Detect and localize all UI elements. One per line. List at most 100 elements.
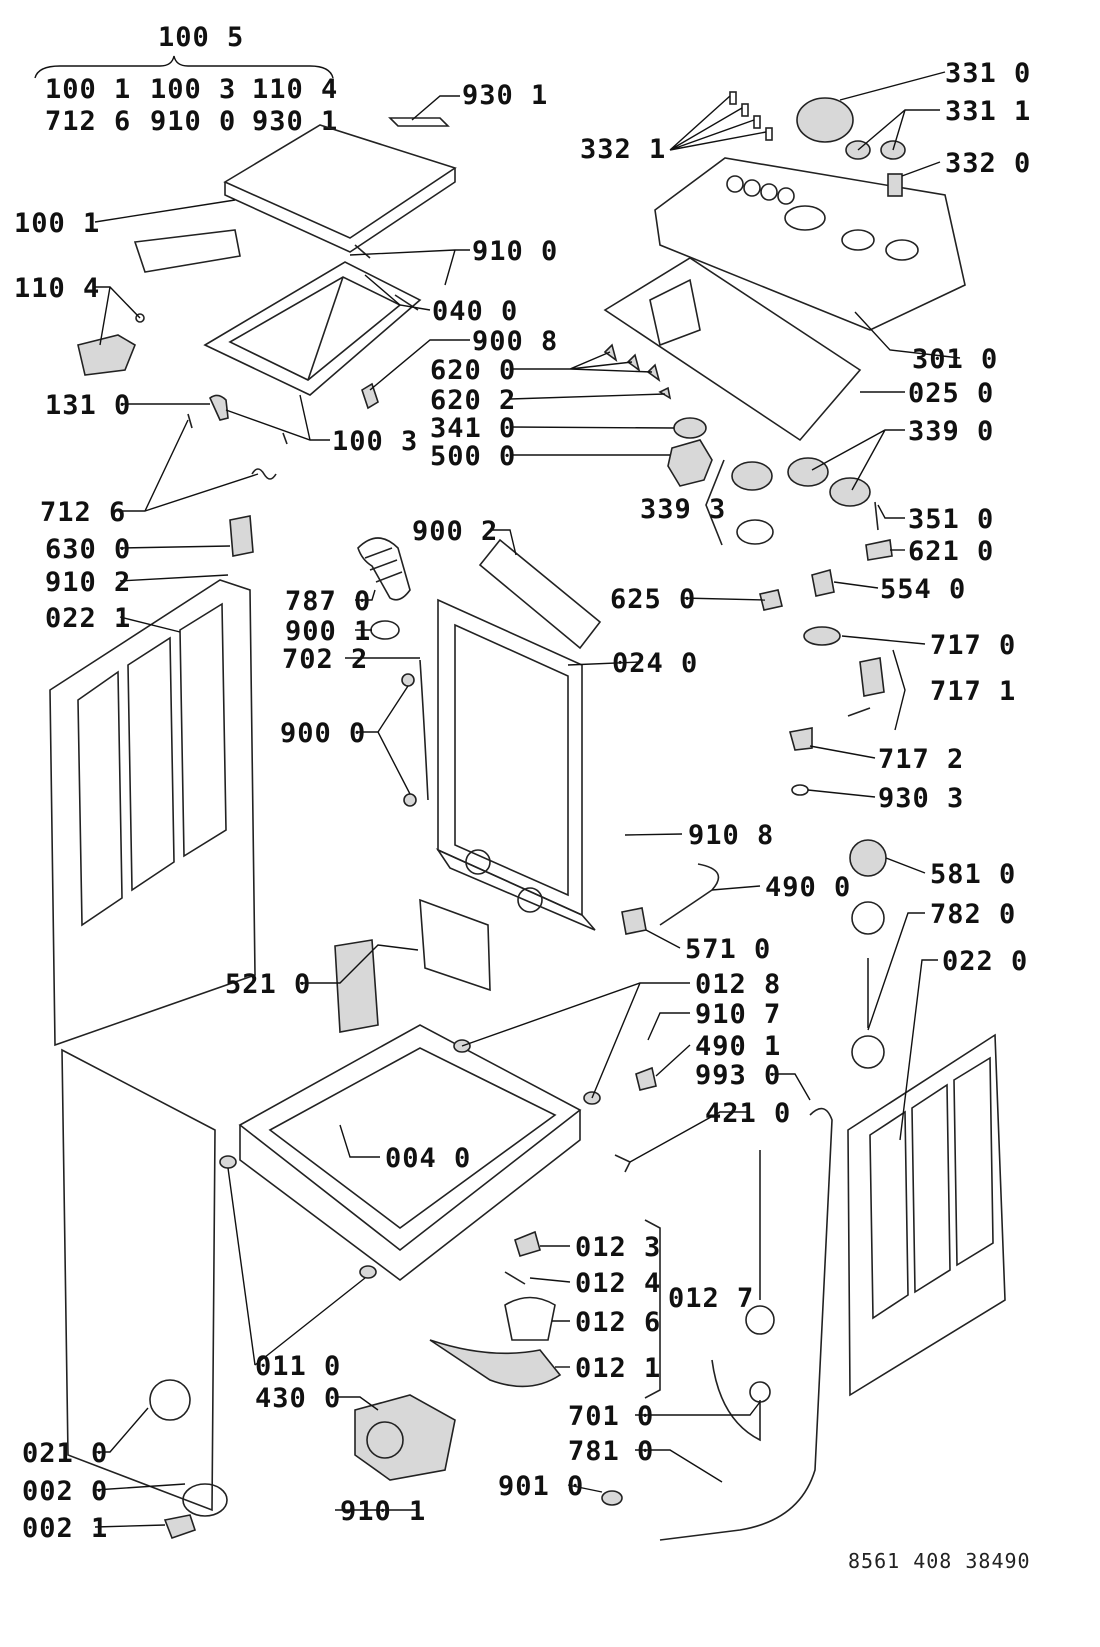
callout-421-0: 421 0 bbox=[705, 1098, 791, 1129]
part-012-6 bbox=[504, 1296, 556, 1341]
callout-910-8: 910 8 bbox=[688, 820, 774, 851]
header-label-1003: 100 3 bbox=[150, 74, 236, 105]
part-inlet-ring bbox=[745, 1305, 775, 1335]
part-left-panel-rib-3 bbox=[179, 602, 227, 858]
part-panel-knob-hole-2 bbox=[841, 229, 875, 251]
callout-621-0: 621 0 bbox=[908, 536, 994, 567]
part-right-side-panel bbox=[847, 1033, 1006, 1397]
callout-131-0: 131 0 bbox=[45, 390, 131, 421]
part-lid bbox=[223, 124, 457, 239]
part-control-bracket bbox=[603, 257, 862, 442]
callout-910-1: 910 1 bbox=[340, 1496, 426, 1527]
callout-910-2: 910 2 bbox=[45, 567, 131, 598]
callout-490-0: 490 0 bbox=[765, 872, 851, 903]
part-motor-pulley bbox=[849, 839, 887, 877]
callout-490-1: 490 1 bbox=[695, 1031, 781, 1062]
part-625-clip bbox=[759, 589, 783, 611]
part-valve bbox=[621, 907, 647, 935]
callout-930-1-top: 930 1 bbox=[462, 80, 548, 111]
part-012-3 bbox=[514, 1230, 541, 1257]
callout-620-0: 620 0 bbox=[430, 355, 516, 386]
header-label-9301: 930 1 bbox=[252, 106, 338, 137]
part-clip-4 bbox=[658, 386, 672, 400]
callout-339-0: 339 0 bbox=[908, 416, 994, 447]
callout-717-1: 717 1 bbox=[930, 676, 1016, 707]
callout-012-3: 012 3 bbox=[575, 1232, 661, 1263]
callout-702-2: 702 2 bbox=[282, 644, 368, 675]
part-pin-1 bbox=[187, 413, 193, 429]
part-hose-clamp bbox=[370, 620, 400, 640]
callout-910-7: 910 7 bbox=[695, 999, 781, 1030]
part-490-1 bbox=[635, 1066, 657, 1091]
callout-004-0: 004 0 bbox=[385, 1143, 471, 1174]
part-selector-knob-1 bbox=[731, 461, 773, 491]
part-rear-frame-base bbox=[435, 848, 596, 931]
part-panel-knob-hole-3 bbox=[885, 239, 919, 261]
part-left-panel-rib-1 bbox=[77, 670, 123, 927]
part-front-panel bbox=[61, 1048, 216, 1512]
callout-022-1: 022 1 bbox=[45, 603, 131, 634]
callout-910-0: 910 0 bbox=[472, 236, 558, 267]
part-panel-indicator-1 bbox=[726, 175, 744, 193]
part-inlet-hose bbox=[711, 1359, 761, 1442]
part-base-frame bbox=[238, 1024, 582, 1252]
callout-930-3: 930 3 bbox=[878, 783, 964, 814]
part-right-panel-rib-1 bbox=[869, 1110, 909, 1320]
part-right-panel-rib-2 bbox=[911, 1083, 951, 1294]
callout-339-3: 339 3 bbox=[640, 494, 726, 525]
callout-900-8: 900 8 bbox=[472, 326, 558, 357]
part-block bbox=[229, 515, 254, 557]
part-foot-3 bbox=[219, 1155, 237, 1169]
part-pin-2 bbox=[282, 432, 288, 445]
part-pump-inlet bbox=[366, 1421, 404, 1459]
callout-011-0: 011 0 bbox=[255, 1351, 341, 1382]
part-left-panel-rib-2 bbox=[127, 636, 175, 892]
part-drain-hose bbox=[659, 1107, 833, 1541]
part-timer bbox=[667, 439, 713, 487]
part-bracket-012-7 bbox=[644, 1219, 661, 1399]
callout-040-0: 040 0 bbox=[432, 296, 518, 327]
part-top-frame-cross bbox=[307, 276, 344, 381]
part-front-panel-hole bbox=[149, 1379, 191, 1421]
part-351-rod bbox=[874, 501, 879, 531]
callout-787-0: 787 0 bbox=[285, 586, 371, 617]
callout-430-0: 430 0 bbox=[255, 1383, 341, 1414]
part-sensor-clip-2 bbox=[403, 793, 417, 807]
part-knob-large bbox=[796, 97, 854, 143]
part-717-2 bbox=[788, 727, 813, 751]
part-930-3 bbox=[791, 784, 809, 796]
callout-012-8: 012 8 bbox=[695, 969, 781, 1000]
callout-012-7: 012 7 bbox=[668, 1283, 754, 1314]
callout-901-0: 901 0 bbox=[498, 1471, 584, 1502]
part-screw-small bbox=[135, 313, 145, 323]
part-panel-indicator-2 bbox=[743, 179, 761, 197]
callout-500-0: 500 0 bbox=[430, 441, 516, 472]
part-pressure-hose bbox=[419, 659, 429, 801]
part-717-1 bbox=[859, 657, 885, 697]
part-717-1-rod bbox=[847, 707, 871, 717]
header-label-9100: 910 0 bbox=[150, 106, 236, 137]
part-012-4 bbox=[504, 1271, 526, 1285]
part-lock-clip bbox=[361, 382, 379, 410]
part-drawings bbox=[49, 91, 1006, 1541]
part-left-side-panel bbox=[49, 579, 256, 1047]
part-panel-indicator-4 bbox=[777, 187, 795, 205]
callout-labels: 930 1 332 1 331 0 331 1 332 0 100 1 910 … bbox=[14, 58, 1031, 1544]
callout-021-0: 021 0 bbox=[22, 1438, 108, 1469]
part-latch bbox=[77, 334, 136, 376]
callout-332-0: 332 0 bbox=[945, 148, 1031, 179]
part-base-frame-inner bbox=[268, 1047, 557, 1229]
part-clip-2 bbox=[626, 353, 641, 372]
part-foot-4 bbox=[359, 1265, 377, 1279]
part-capacitor bbox=[614, 1154, 632, 1173]
callout-554-0: 554 0 bbox=[880, 574, 966, 605]
callout-701-0: 701 0 bbox=[568, 1401, 654, 1432]
header-group: 100 5 100 1 100 3 110 4 712 6 910 0 930 … bbox=[34, 22, 338, 137]
leader-lines bbox=[94, 71, 961, 1528]
part-control-panel bbox=[654, 157, 966, 331]
part-rear-frame bbox=[437, 598, 583, 917]
callout-521-0: 521 0 bbox=[225, 969, 311, 1000]
part-drain-pump bbox=[354, 1394, 456, 1481]
part-selector-knob-2 bbox=[787, 457, 829, 487]
callout-782-0: 782 0 bbox=[930, 899, 1016, 930]
